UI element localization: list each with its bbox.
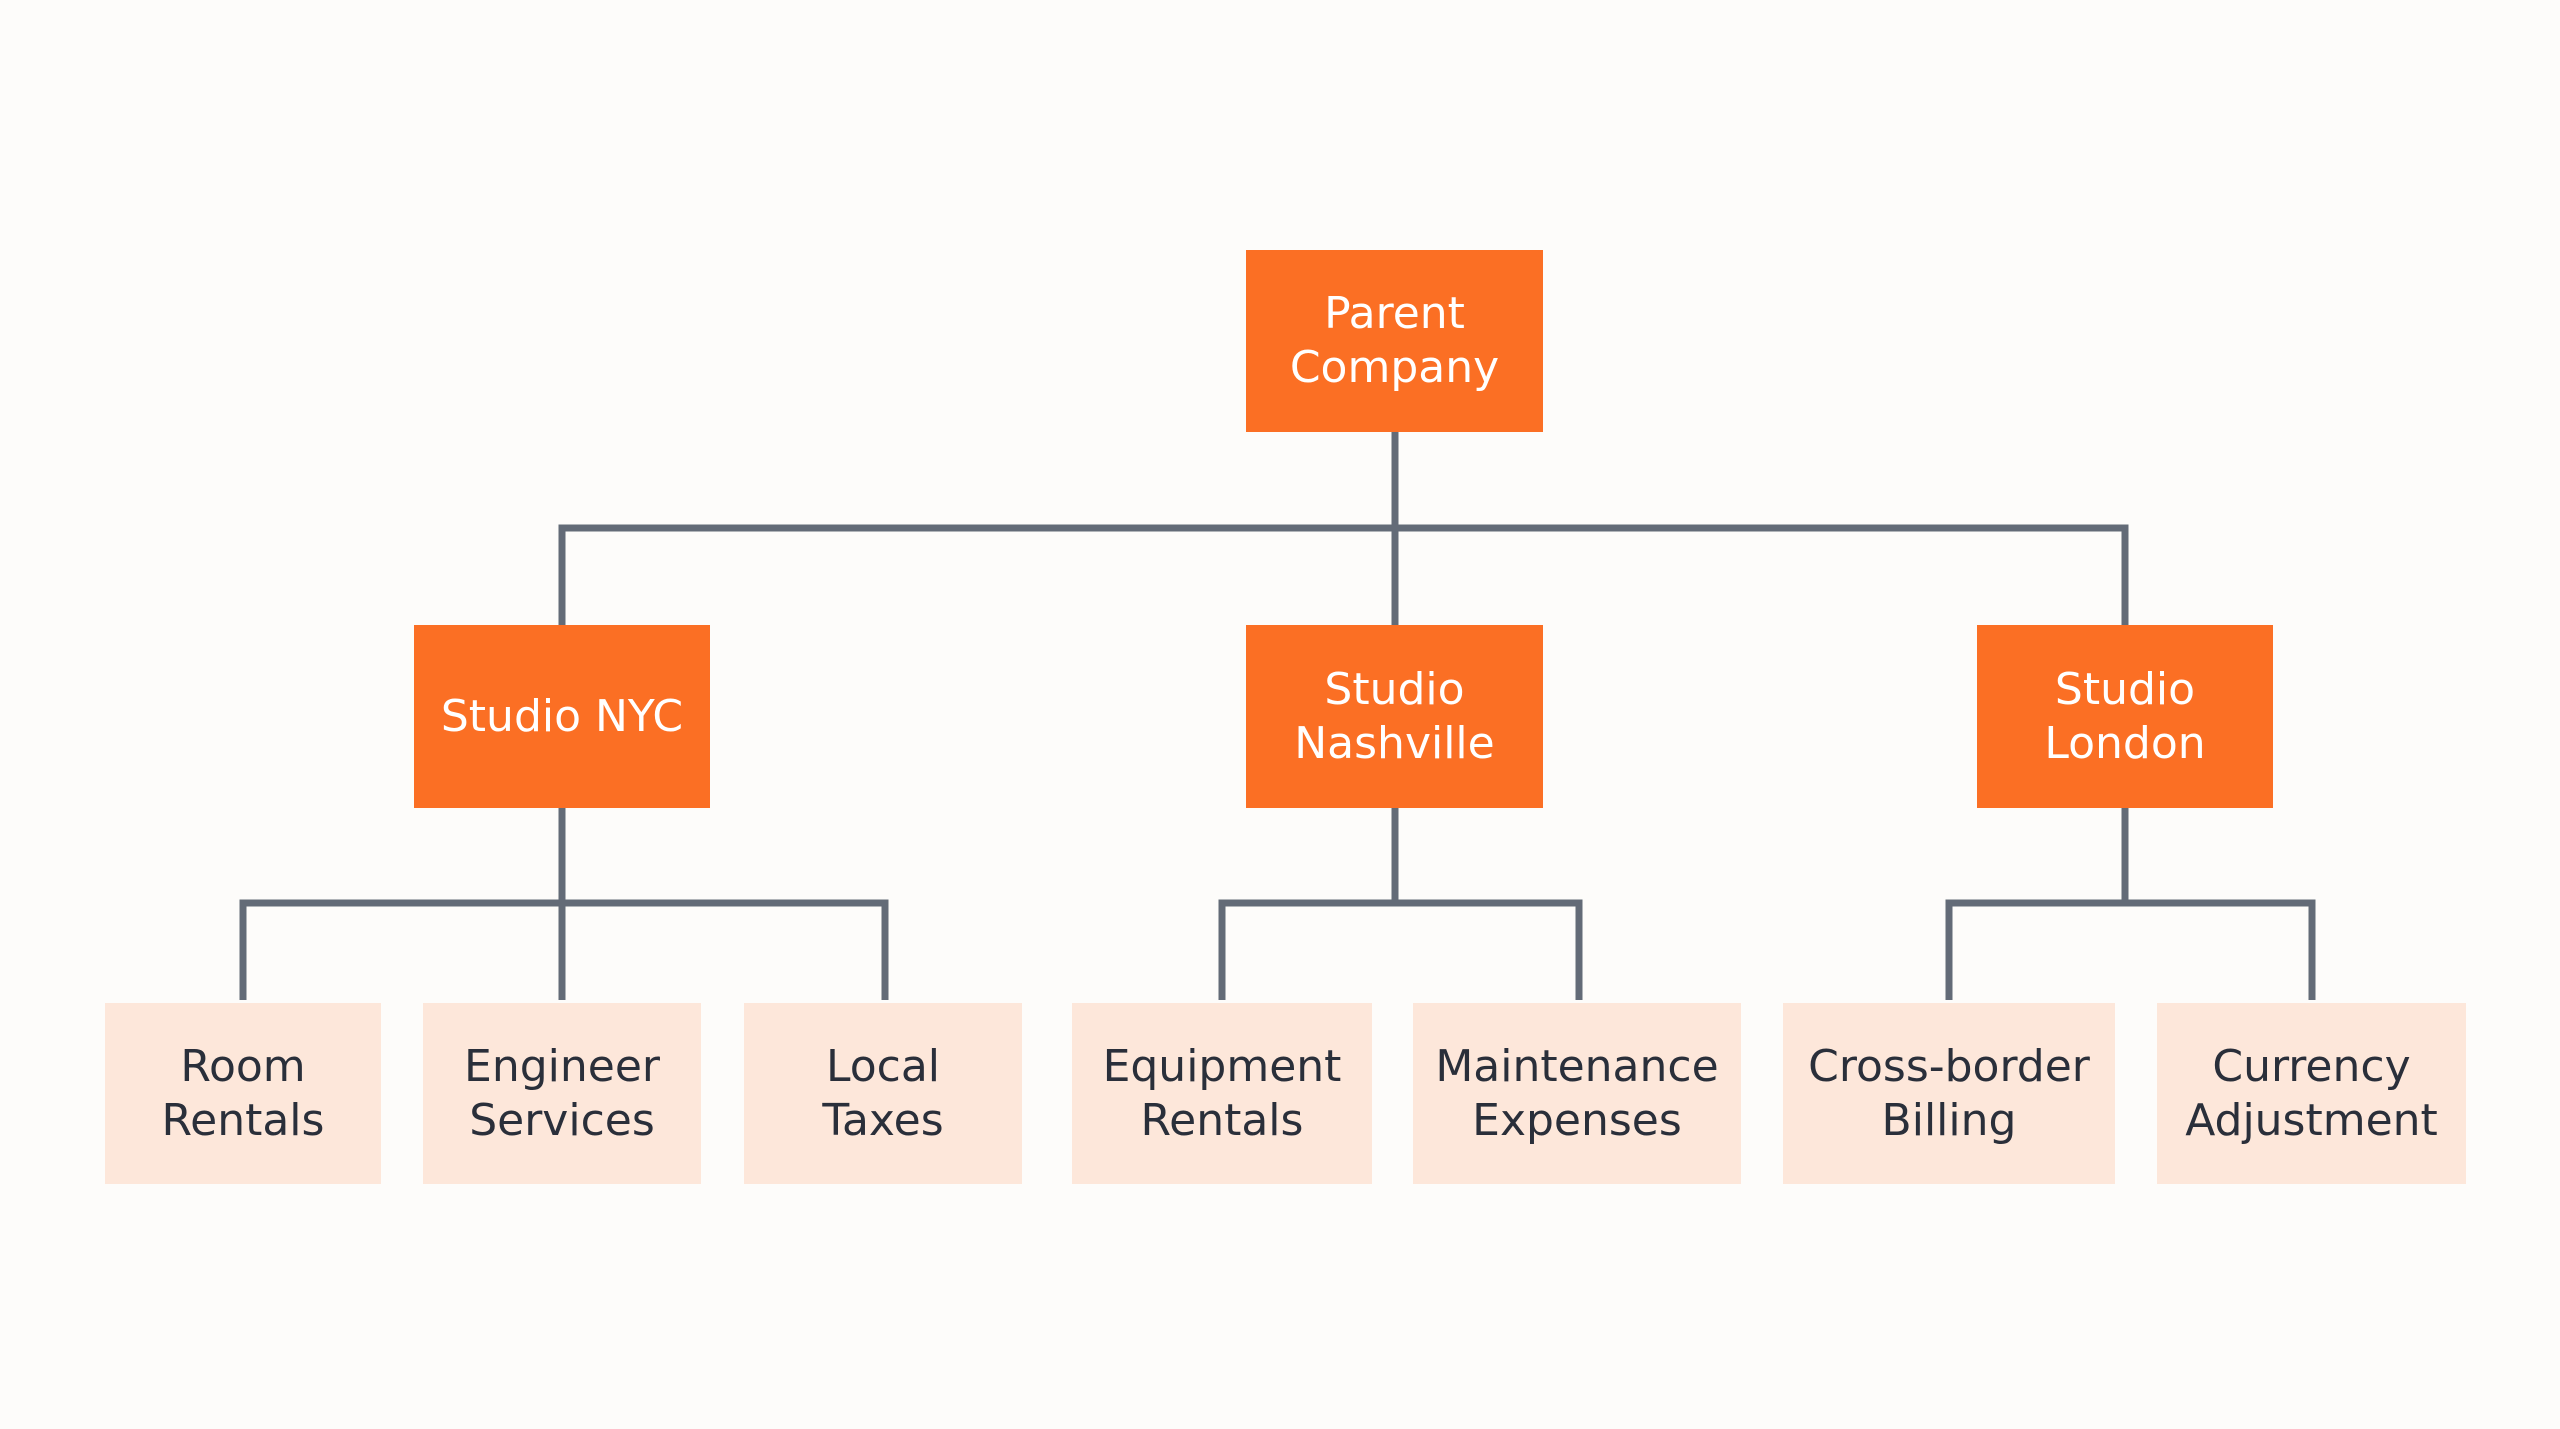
node-studio-london[interactable]: Studio London [1977, 625, 2273, 808]
node-studio-nyc[interactable]: Studio NYC [414, 625, 710, 808]
node-parent-company[interactable]: Parent Company [1246, 250, 1543, 432]
node-label: Local Taxes [822, 1040, 944, 1146]
node-label: Studio Nashville [1294, 663, 1495, 769]
node-room-rentals[interactable]: Room Rentals [105, 1003, 381, 1184]
node-cross-border-billing[interactable]: Cross-border Billing [1783, 1003, 2115, 1184]
node-label: Engineer Services [464, 1040, 660, 1146]
node-label: Equipment Rentals [1102, 1040, 1342, 1146]
node-engineer-services[interactable]: Engineer Services [423, 1003, 701, 1184]
node-label: Parent Company [1289, 288, 1500, 393]
node-equipment-rentals[interactable]: Equipment Rentals [1072, 1003, 1372, 1184]
node-maintenance-expenses[interactable]: Maintenance Expenses [1413, 1003, 1741, 1184]
node-label: Maintenance Expenses [1435, 1040, 1719, 1146]
node-label: Studio NYC [440, 690, 684, 742]
node-label: Room Rentals [161, 1040, 325, 1146]
node-label: Cross-border Billing [1808, 1040, 2090, 1146]
connector-root-studios [558, 432, 2129, 625]
node-currency-adjustment[interactable]: Currency Adjustment [2157, 1003, 2466, 1184]
node-label: Currency Adjustment [2185, 1040, 2438, 1146]
connector-nyc-leaves [239, 808, 889, 1000]
node-studio-nashville[interactable]: Studio Nashville [1246, 625, 1543, 808]
node-label: Studio London [2044, 663, 2206, 769]
node-local-taxes[interactable]: Local Taxes [744, 1003, 1022, 1184]
connector-nashville-leaves [1218, 808, 1583, 1000]
connector-london-leaves [1945, 808, 2316, 1000]
